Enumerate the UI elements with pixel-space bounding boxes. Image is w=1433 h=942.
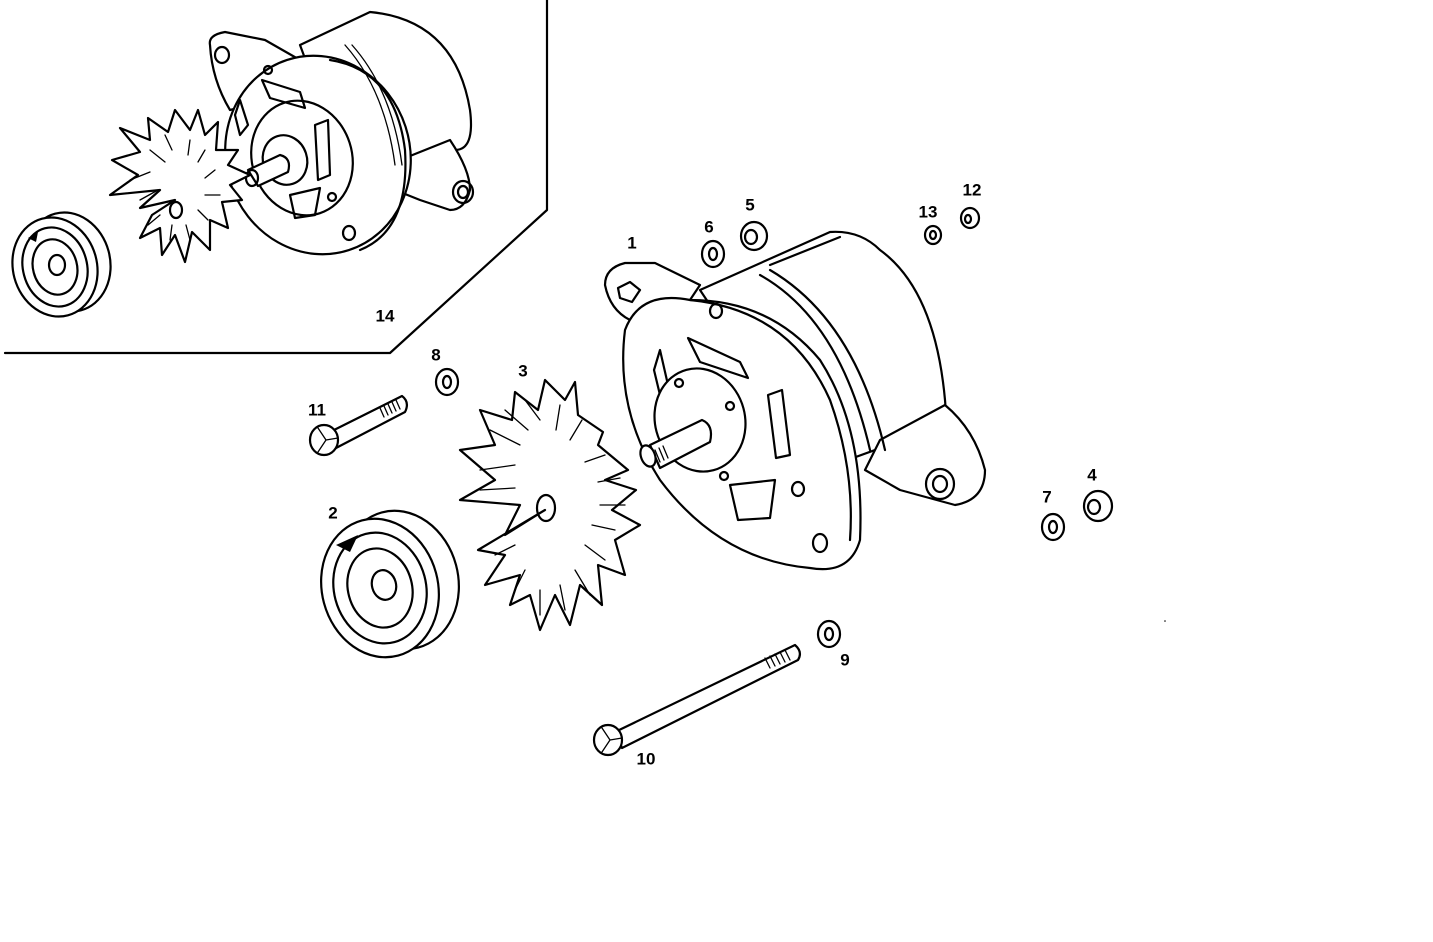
callout-5: 5 — [745, 195, 755, 215]
washer-8[interactable] — [434, 367, 460, 397]
callout-1: 1 — [627, 233, 637, 253]
long-bolt[interactable] — [592, 643, 802, 757]
callout-3: 3 — [518, 361, 528, 381]
washer-7[interactable] — [1040, 512, 1066, 542]
small-washer-13[interactable] — [923, 224, 943, 246]
inset-fan[interactable] — [108, 108, 252, 264]
callout-8: 8 — [431, 345, 441, 365]
short-bolt[interactable] — [308, 394, 409, 457]
alternator-body[interactable] — [603, 230, 987, 571]
small-nut-12[interactable] — [959, 206, 981, 230]
speck — [1164, 620, 1166, 622]
inset-pulley[interactable] — [1, 203, 121, 326]
callout-11: 11 — [308, 400, 326, 420]
pulley[interactable] — [306, 497, 474, 670]
washer-9[interactable] — [816, 619, 842, 649]
callout-7: 7 — [1042, 487, 1052, 507]
callout-10: 10 — [636, 749, 656, 769]
callout-12: 12 — [962, 180, 982, 200]
fan[interactable] — [458, 378, 642, 632]
callout-4: 4 — [1087, 465, 1097, 485]
callout-9: 9 — [840, 650, 850, 670]
inset-alternator-assembly[interactable] — [200, 10, 475, 279]
callout-6: 6 — [704, 217, 714, 237]
callout-13: 13 — [918, 202, 938, 222]
nut-5[interactable] — [739, 220, 769, 252]
callout-2: 2 — [328, 503, 338, 523]
washer-6[interactable] — [700, 239, 726, 269]
inset-frame — [3, 0, 549, 355]
callout-14-inset: 14 — [375, 306, 395, 326]
nut-4[interactable] — [1082, 489, 1114, 523]
